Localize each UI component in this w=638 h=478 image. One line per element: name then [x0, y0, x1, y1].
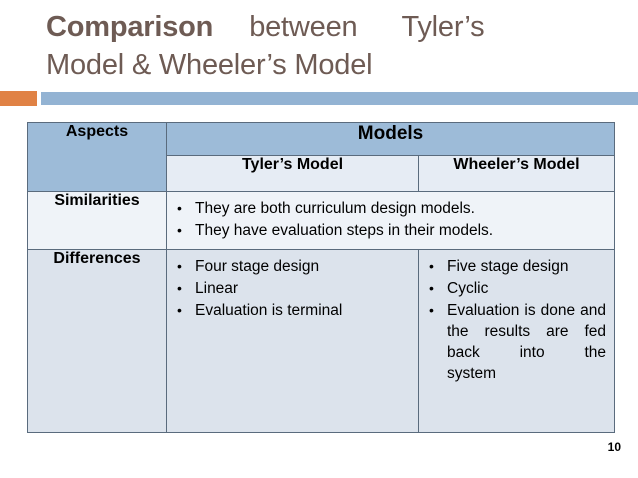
list-item: Linear: [173, 278, 410, 299]
header-cell-tyler-model: Tyler’s Model: [166, 155, 419, 192]
wheeler-justified-head: Evaluation is done and the results are f…: [447, 302, 607, 361]
list-item: Evaluation is done and the results are f…: [425, 300, 606, 384]
table-header-row-1: Aspects Models: [27, 122, 616, 192]
divider-blue-rule: [41, 92, 638, 105]
table-row-differences: Differences Four stage design Linear Eva…: [27, 249, 616, 433]
header-cell-models: Models: [165, 122, 616, 156]
wheeler-justified-tail: system: [447, 365, 497, 382]
differences-tyler-bullet-list: Four stage design Linear Evaluation is t…: [167, 250, 418, 329]
page-number: 10: [607, 440, 621, 454]
list-item: Evaluation is terminal: [173, 300, 410, 321]
list-item: They have evaluation steps in their mode…: [173, 220, 606, 241]
table-row-similarities: Similarities They are both curriculum de…: [27, 191, 616, 250]
list-item: Four stage design: [173, 256, 410, 277]
cell-similarities-content: They are both curriculum design models. …: [165, 191, 616, 250]
divider-orange-block: [0, 91, 37, 106]
comparison-table: Aspects Models Tyler’s Model Wheeler’s M…: [27, 122, 616, 433]
header-cell-aspects: Aspects: [27, 122, 167, 192]
row-label-differences: Differences: [27, 249, 167, 433]
row-label-similarities: Similarities: [27, 191, 167, 250]
cell-differences-wheeler: Five stage design Cyclic Evaluation is d…: [417, 249, 616, 433]
list-item: They are both curriculum design models.: [173, 198, 606, 219]
table-header-row-2: Tyler’s Model Wheeler’s Model: [28, 155, 616, 192]
page-title-line-2: Model & Wheeler’s Model: [46, 49, 373, 81]
title-word-comparison: Comparison: [46, 11, 214, 43]
cell-differences-tyler: Four stage design Linear Evaluation is t…: [166, 249, 419, 433]
title-word-between: between: [249, 11, 358, 43]
page-title: Comparison between Tyler’s Model & Wheeler…: [46, 8, 624, 84]
title-divider: [0, 91, 638, 106]
list-item: Five stage design: [425, 256, 606, 277]
similarities-bullet-list: They are both curriculum design models. …: [167, 192, 614, 249]
header-cell-wheeler-model: Wheeler’s Model: [417, 155, 616, 192]
list-item: Cyclic: [425, 278, 606, 299]
title-word-tylers: Tyler’s: [401, 11, 485, 43]
page-title-line-1: Comparison between Tyler’s: [46, 8, 624, 46]
differences-wheeler-bullet-list: Five stage design Cyclic Evaluation is d…: [419, 250, 614, 392]
